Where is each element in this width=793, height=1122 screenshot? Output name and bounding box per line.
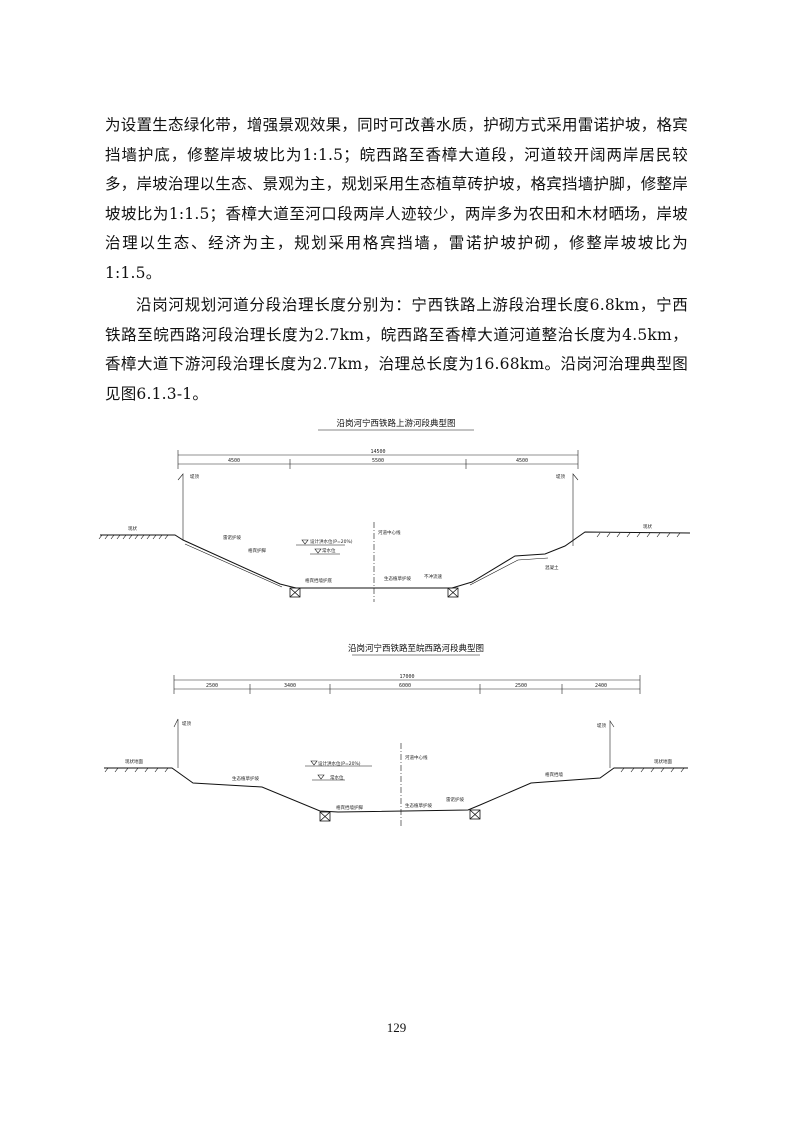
label-crest-right: 堤顶 xyxy=(597,722,606,729)
body-paragraph-2: 沿岗河规划河道分段治理长度分别为：宁西铁路上游段治理长度6.8km，宁西铁路至皖… xyxy=(105,296,688,403)
page-number: 129 xyxy=(386,1020,407,1035)
label-normal-water-level: 常水位 xyxy=(322,547,336,554)
label-crest-left: 堤顶 xyxy=(190,473,199,480)
cross-section-figure-1: 沿岗河宁西铁路上游河段典型图 14500 4500 5500 4500 xyxy=(0,412,793,612)
label-gabion-bottom: 格宾挡墙护底 xyxy=(305,577,332,584)
dim-left: 4500 xyxy=(228,458,240,464)
label-nonscour: 不冲流速 xyxy=(424,573,442,580)
label-eco-slope-left: 生态植草护坡 xyxy=(232,775,259,782)
label-concrete: 混凝土 xyxy=(545,564,559,571)
label-crest-right: 堤顶 xyxy=(556,473,565,480)
dim-1: 2500 xyxy=(206,683,218,689)
cross-section-drawing-2: 沿岗河宁西铁路至皖西路河段典型图 17000 2500 3400 6000 25… xyxy=(104,643,688,827)
dim-5: 2400 xyxy=(595,683,607,689)
label-crest-left: 堤顶 xyxy=(182,720,191,727)
dim-total: 14500 xyxy=(370,449,385,455)
label-design-flood-level: 设计洪水位(P=20%) xyxy=(318,760,361,767)
dim-3: 6000 xyxy=(399,683,411,689)
label-ground-right: 现状 xyxy=(643,523,652,530)
dim-middle: 5500 xyxy=(372,458,384,464)
label-eco-grass-slope: 生态植草护坡 xyxy=(384,575,411,582)
dim-2: 3400 xyxy=(284,683,296,689)
label-ground-left: 现状地面 xyxy=(125,758,143,765)
label-gabion-toe: 格宾挡墙护脚 xyxy=(336,804,363,811)
dim-total: 17000 xyxy=(399,674,414,680)
figure-1-title: 沿岗河宁西铁路上游河段典型图 xyxy=(336,418,455,429)
label-river-centerline: 河道中心线 xyxy=(378,529,401,536)
body-paragraph-1: 为设置生态绿化带，增强景观效果，同时可改善水质，护砌方式采用雷诺护坡，格宾挡墙护… xyxy=(105,116,688,282)
label-ground-right: 现状地面 xyxy=(654,758,672,765)
label-river-centerline: 河道中心线 xyxy=(405,754,428,761)
cross-section-figure-2: 沿岗河宁西铁路至皖西路河段典型图 17000 2500 3400 6000 25… xyxy=(0,637,793,837)
cross-section-drawing-1: 沿岗河宁西铁路上游河段典型图 14500 4500 5500 4500 xyxy=(98,418,691,602)
label-ground-left: 现状 xyxy=(128,525,137,532)
label-gabion-toe: 格宾护脚 xyxy=(248,547,266,554)
label-reno-slope: 雷诺护坡 xyxy=(223,534,241,541)
label-normal-water-level: 常水位 xyxy=(330,774,344,781)
dim-right: 4500 xyxy=(516,458,528,464)
label-design-flood-level: 设计洪水位(P=20%) xyxy=(310,538,353,545)
label-gabion-wall: 格宾挡墙 xyxy=(545,771,563,778)
figure-2-title: 沿岗河宁西铁路至皖西路河段典型图 xyxy=(348,643,484,654)
label-eco-slope-bottom: 生态植草护坡 xyxy=(405,802,432,809)
label-reno-slope: 雷诺护坡 xyxy=(446,796,464,803)
dim-4: 2500 xyxy=(515,683,527,689)
